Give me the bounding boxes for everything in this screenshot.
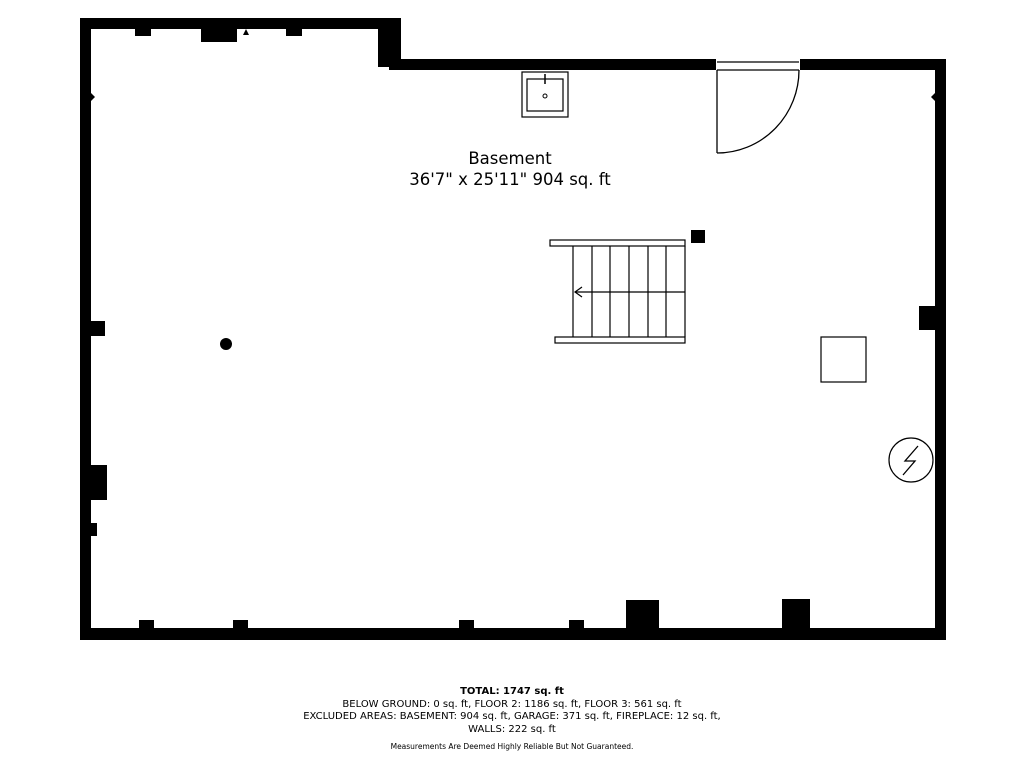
- wall-marker: [931, 93, 935, 101]
- sink-icon: [521, 71, 569, 118]
- sink-counter: [521, 71, 569, 118]
- column-block: [691, 230, 705, 243]
- wall-marker: [91, 93, 95, 101]
- walls-area: WALLS: 222 sq. ft: [468, 723, 556, 735]
- wall-pier: [139, 620, 154, 628]
- wall-pier: [569, 620, 584, 628]
- wall-pier: [782, 599, 810, 628]
- exterior-walls: [80, 18, 946, 640]
- area-summary: TOTAL: 1747 sq. ft BELOW GROUND: 0 sq. f…: [262, 686, 762, 736]
- wall-pier: [626, 600, 659, 628]
- column-dot-icon: [220, 338, 232, 350]
- wall-pier: [135, 29, 151, 36]
- total-area: TOTAL: 1747 sq. ft: [460, 686, 564, 697]
- stairs-icon: [549, 239, 686, 344]
- excluded-areas: EXCLUDED AREAS: BASEMENT: 904 sq. ft, GA…: [303, 711, 721, 722]
- wall-pier: [91, 321, 105, 336]
- door-swing-icon: [716, 58, 800, 154]
- stairs-rail-bottom: [554, 336, 686, 344]
- wall-marker: [243, 29, 249, 35]
- room-name: Basement: [468, 149, 552, 168]
- wall-pier: [201, 29, 237, 42]
- door-arc: [716, 69, 800, 154]
- wall-pier: [233, 620, 248, 628]
- sink-drain: [542, 93, 548, 99]
- bolt: [902, 445, 919, 476]
- wall-pier: [91, 523, 97, 536]
- square-fixture: [820, 336, 867, 383]
- wall-features: [91, 29, 935, 628]
- stairs-rail-top: [549, 239, 686, 247]
- disclaimer: Measurements Are Deemed Highly Reliable …: [390, 742, 634, 751]
- wall-notch: [378, 29, 390, 67]
- lightning-bolt-icon: [888, 437, 934, 483]
- panel-circle: [888, 437, 934, 483]
- stairs-direction-arrow: [573, 286, 583, 298]
- floor-areas: BELOW GROUND: 0 sq. ft, FLOOR 2: 1186 sq…: [342, 698, 682, 710]
- wall-outline: [80, 18, 946, 640]
- wall-pier: [919, 306, 935, 330]
- wall-pier: [286, 29, 302, 36]
- wall-pier: [91, 465, 107, 500]
- room-dimensions: 36'7" x 25'11" 904 sq. ft: [409, 170, 611, 189]
- wall-pier: [459, 620, 474, 628]
